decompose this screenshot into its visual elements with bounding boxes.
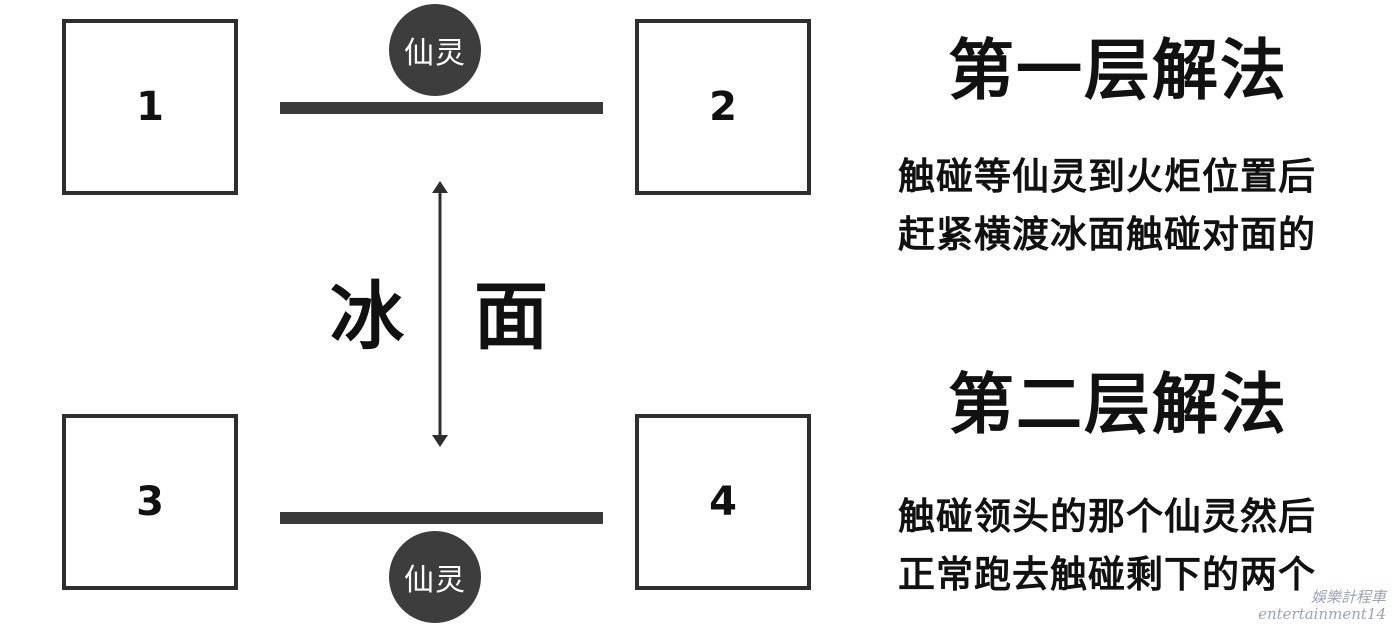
watermark: 娛樂計程車 entertainment14 xyxy=(1258,589,1386,623)
section-1-description: 触碰等仙灵到火炬位置后 赶紧横渡冰面触碰对面的 xyxy=(898,148,1368,264)
section-2-line-2: 正常跑去触碰剩下的两个 xyxy=(898,553,1316,596)
ice-label-char-2: 面 xyxy=(474,274,548,360)
watermark-line-1: 娛樂計程車 xyxy=(1310,588,1386,606)
watermark-line-2: entertainment14 xyxy=(1258,605,1386,623)
box-4: 4 xyxy=(635,414,811,590)
section-2-title: 第二层解法 xyxy=(948,366,1288,443)
box-1: 1 xyxy=(62,19,238,195)
top-path-bar xyxy=(280,102,603,114)
spirit-circle-top: 仙灵 xyxy=(389,4,481,96)
section-2-line-1: 触碰领头的那个仙灵然后 xyxy=(898,495,1316,538)
spirit-circle-bottom: 仙灵 xyxy=(389,531,481,623)
section-1-line-2: 赶紧横渡冰面触碰对面的 xyxy=(898,213,1316,256)
section-2-description: 触碰领头的那个仙灵然后 正常跑去触碰剩下的两个 xyxy=(898,488,1368,604)
box-2: 2 xyxy=(635,19,811,195)
ice-label-char-1: 冰 xyxy=(330,274,404,360)
section-1-line-1: 触碰等仙灵到火炬位置后 xyxy=(898,155,1316,198)
double-arrow-icon xyxy=(432,181,448,447)
section-1-title: 第一层解法 xyxy=(948,32,1288,109)
box-3: 3 xyxy=(62,414,238,590)
bottom-path-bar xyxy=(280,512,603,524)
